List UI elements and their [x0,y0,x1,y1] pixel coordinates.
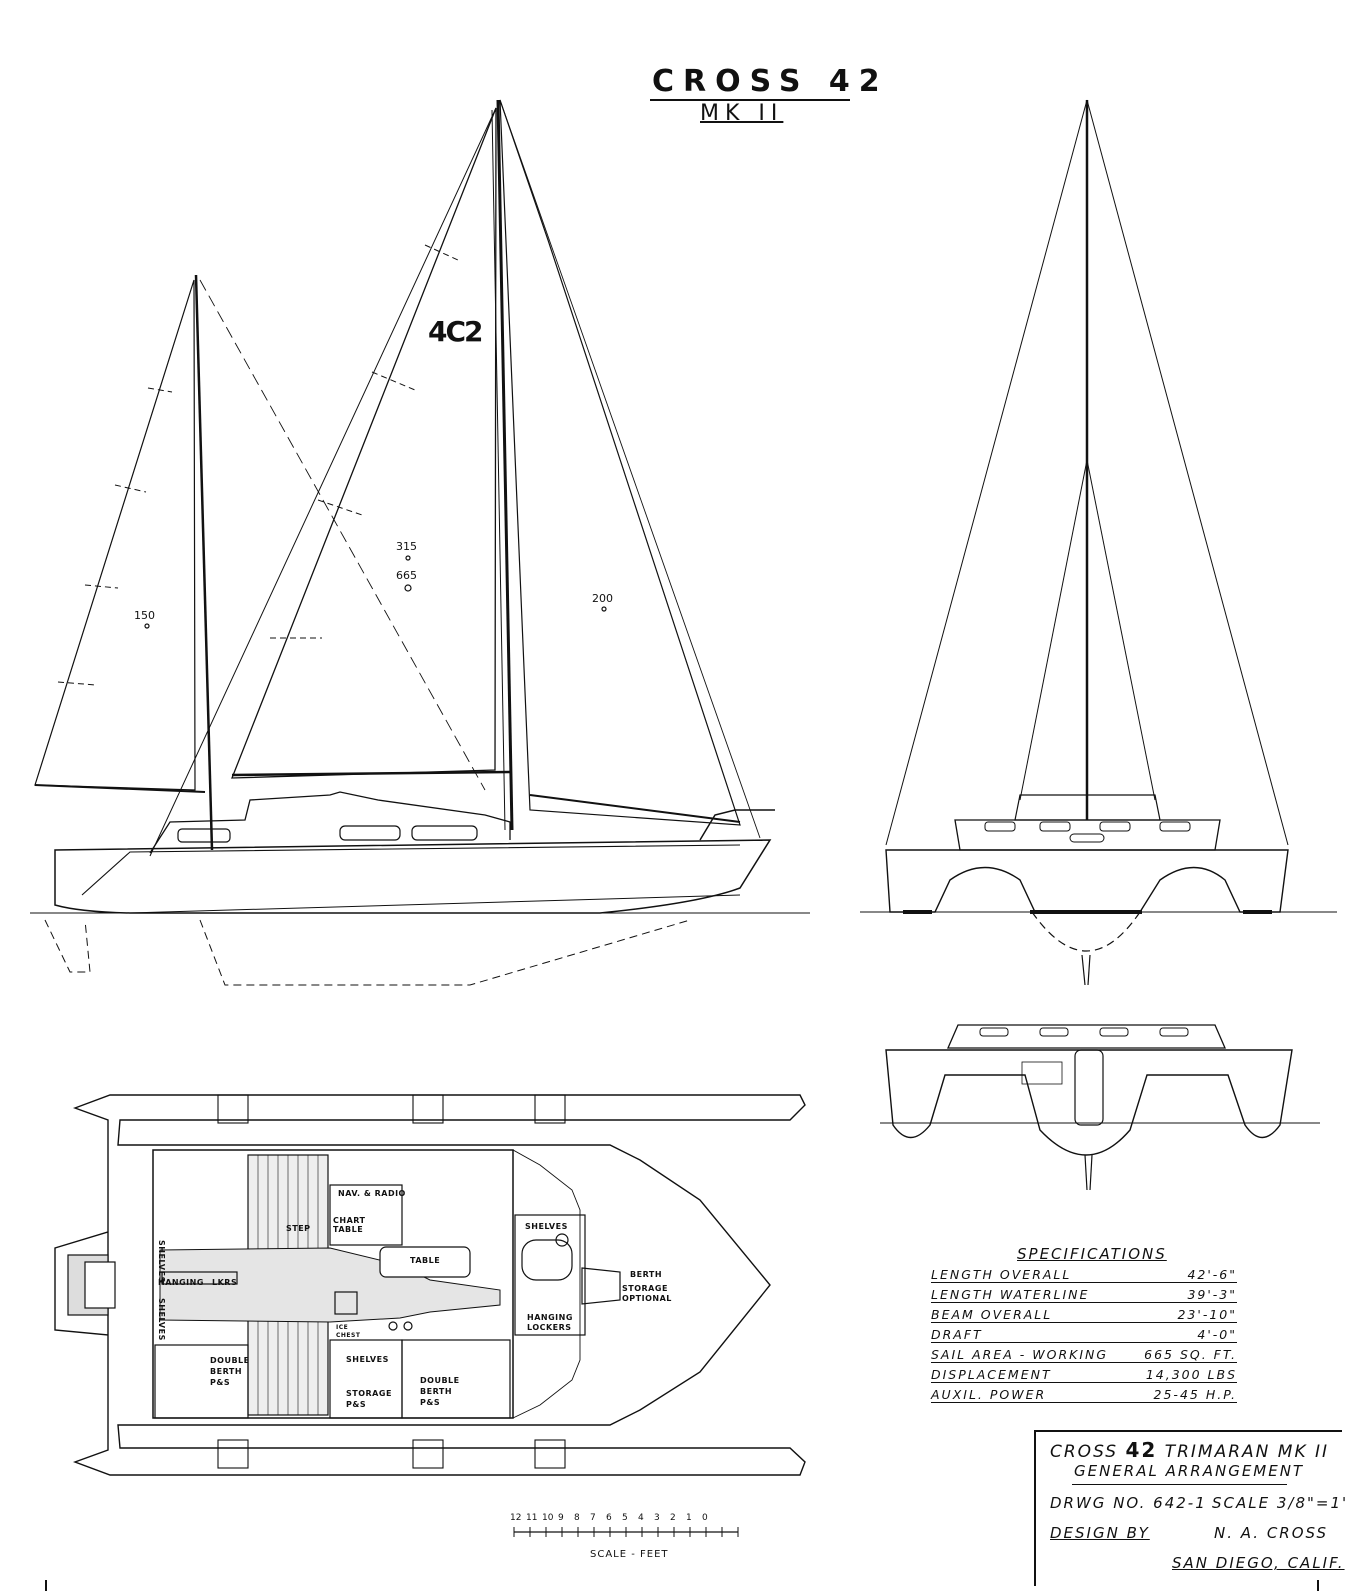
label-chart-table: CHART TABLE [333,1216,366,1234]
label-hanging-lockers: HANGING LOCKERS [527,1313,573,1332]
spec-value: 14,300 LBS [1145,1367,1237,1382]
label-lkrs: LKRS [212,1278,238,1287]
title-block-suffix: TRIMARAN MK II [1164,1442,1330,1462]
label-step: STEP [286,1224,311,1233]
label-double-berth-aft: DOUBLE BERTH P&S [210,1356,250,1387]
title-block-prefix: CROSS [1050,1442,1119,1462]
scale-tick-label: 7 [590,1513,596,1523]
section-view [880,1024,1320,1191]
title-block-location: SAN DIEGO, CALIF. [1172,1554,1345,1572]
scale-tick-label: 5 [622,1513,628,1523]
title-underline [650,99,850,101]
spec-label: DISPLACEMENT [931,1367,1052,1382]
scale-bar-label: SCALE - FEET [590,1549,669,1560]
title-block: CROSS 42 TRIMARAN MK II GENERAL ARRANGEM… [1034,1430,1346,1586]
spec-label: AUXIL. POWER [931,1387,1047,1402]
label-table: TABLE [410,1256,441,1265]
front-view [860,99,1337,986]
scale-tick-label: 1 [686,1513,692,1523]
label-nav-radio: NAV. & RADIO [338,1189,406,1198]
scale-tick-label: 9 [558,1513,564,1523]
sail-area-total: 665 [396,569,417,582]
scale-tick-label: 4 [638,1513,644,1523]
scale-tick-label: 0 [702,1513,708,1523]
sail-area-mizzen: 150 [134,609,155,622]
label-hanging: HANGING [158,1278,204,1287]
label-ice-chest: ICE CHEST [336,1324,361,1339]
label-shelves-mid: SHELVES [346,1355,389,1364]
plan-view [54,1094,806,1476]
spec-row: AUXIL. POWER 25-45 H.P. [931,1383,1237,1403]
title-block-number: 42 [1125,1438,1158,1462]
scale-tick-label: 8 [574,1513,580,1523]
spec-value: 665 SQ. FT. [1144,1347,1237,1362]
spec-value: 25-45 H.P. [1153,1387,1237,1402]
scale-tick-label: 10 [542,1513,554,1523]
spec-label: LENGTH WATERLINE [931,1287,1090,1302]
scale-tick-label: 2 [670,1513,676,1523]
specifications-heading: SPECIFICATIONS [1017,1245,1167,1263]
title-block-subtitle: GENERAL ARRANGEMENT [1074,1462,1305,1480]
drawing-title: CROSS 42 [652,64,889,99]
label-shelves-stbd: SHELVES [157,1298,166,1341]
scale-tick-label: 3 [654,1513,660,1523]
scale-bar-line [513,1527,739,1537]
title-block-scale: SCALE 3/8"=1' [1212,1494,1349,1512]
scale-tick-label: 6 [606,1513,612,1523]
spec-label: BEAM OVERALL [931,1307,1053,1322]
sail-area-main: 200 [592,592,613,605]
label-shelves-head: SHELVES [525,1222,568,1231]
label-storage-optional: STORAGE OPTIONAL [622,1284,672,1303]
label-berth: BERTH [630,1270,663,1279]
sail-insignia: 4C2 [428,315,483,348]
spec-label: DRAFT [931,1327,983,1342]
scale-tick-label: 11 [526,1513,538,1523]
label-double-berth-fwd: DOUBLE BERTH P&S [420,1376,460,1407]
profile-view [30,99,810,986]
spec-row: DRAFT 4'-0" [931,1323,1237,1343]
subtitle-rule [1072,1484,1287,1485]
scale-tick-label: 12 [510,1513,522,1523]
spec-row: DISPLACEMENT 14,300 LBS [931,1363,1237,1383]
spec-label: LENGTH OVERALL [931,1267,1072,1282]
label-storage: STORAGE P&S [346,1389,392,1409]
title-block-drawing-no: DRWG NO. 642-1 [1050,1494,1207,1512]
spec-row: BEAM OVERALL 23'-10" [931,1303,1237,1323]
spec-label: SAIL AREA - WORKING [931,1347,1109,1362]
title-block-designer: N. A. CROSS [1214,1524,1329,1542]
spec-row: LENGTH WATERLINE 39'-3" [931,1283,1237,1303]
spec-row: SAIL AREA - WORKING 665 SQ. FT. [931,1343,1237,1363]
title-block-design-by: DESIGN BY [1050,1524,1150,1542]
spec-value: 39'-3" [1187,1287,1237,1302]
label-shelves-port: SHELVES [157,1240,166,1283]
spec-value: 23'-10" [1177,1307,1237,1322]
spec-value: 4'-0" [1197,1327,1237,1342]
title-block-name: CROSS 42 TRIMARAN MK II [1050,1438,1329,1462]
spec-row: LENGTH OVERALL 42'-6" [931,1263,1237,1283]
sail-area-jib: 315 [396,540,417,553]
drawing-mark: MK II [700,101,784,126]
spec-value: 42'-6" [1187,1267,1237,1282]
